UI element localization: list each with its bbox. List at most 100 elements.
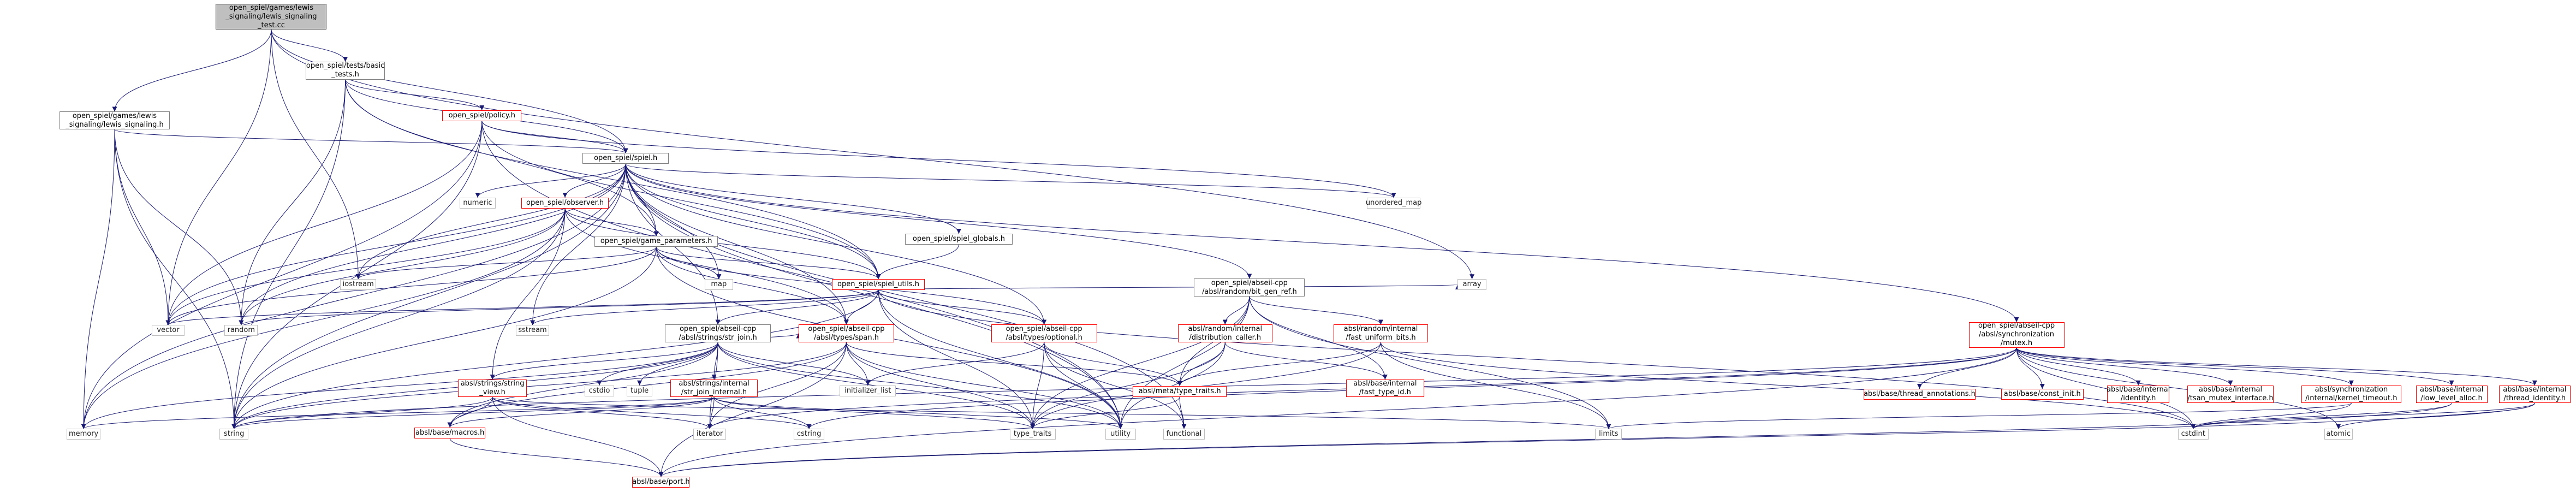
graph-edge-game_params-to-span_h	[656, 247, 849, 325]
graph-node-lewis-h[interactable]: open_spiel/games/lewis _signaling/lewis_…	[60, 111, 170, 130]
graph-edge-mutex_h-to-low_level_alloc	[2016, 347, 2454, 386]
graph-node-game-params[interactable]: open_spiel/game_parameters.h	[594, 236, 718, 247]
graph-node-optional-h[interactable]: open_spiel/abseil-cpp /absl/types/option…	[991, 324, 1097, 342]
graph-node-basic-tests[interactable]: open_spiel/tests/basic _tests.h	[305, 62, 385, 80]
graph-edge-root-to-iostream	[271, 29, 361, 280]
graph-node-spiel-globals[interactable]: open_spiel/spiel_globals.h	[905, 233, 1013, 245]
graph-edge-mutex_h-to-port_h	[658, 347, 2017, 477]
graph-node-functional: functional	[1163, 429, 1205, 440]
graph-node-dist-caller[interactable]: absl/random/internal /distribution_calle…	[1177, 324, 1272, 342]
graph-edge-span_h-to-type_traits	[846, 342, 1036, 429]
graph-edge-bit_gen_ref-to-fast_uniform	[1249, 296, 1383, 325]
graph-edge-string_view-to-macros_h	[447, 397, 493, 428]
graph-node-numeric: numeric	[459, 197, 496, 209]
graph-edge-low_level_alloc-to-port_h	[658, 402, 2452, 477]
graph-edge-lewis_h-to-spiel_h	[114, 129, 628, 153]
graph-node-str-join[interactable]: open_spiel/abseil-cpp /absl/strings/str_…	[664, 324, 771, 342]
graph-edge-str_join_int-to-memory	[81, 397, 715, 429]
graph-edge-str_join-to-tuple	[637, 342, 718, 386]
graph-node-thread-annot[interactable]: absl/base/thread_annotations.h	[1864, 389, 1976, 400]
graph-edge-fast_uniform-to-limits	[1380, 342, 1611, 429]
graph-edge-optional_h-to-initializer_list	[865, 342, 1045, 386]
graph-edge-spiel_h-to-string	[231, 164, 626, 429]
graph-edge-str_join_int-to-iterator	[707, 397, 715, 429]
graph-node-mutex-h[interactable]: open_spiel/abseil-cpp /absl/synchronizat…	[1968, 322, 2065, 348]
graph-edge-spiel_utils-to-str_join	[715, 289, 879, 325]
graph-edge-string_view-to-limits	[492, 397, 1611, 429]
graph-edge-mutex_h-to-thread_identity	[2016, 347, 2537, 386]
graph-edge-spiel_utils-to-vector	[165, 289, 879, 325]
graph-node-string: string	[219, 429, 248, 440]
graph-edge-optional_h-to-type_traits	[1030, 342, 1045, 429]
graph-edge-type_traits_absl-to-functional	[1179, 396, 1187, 429]
graph-node-low-level-alloc[interactable]: absl/base/internal /low_level_alloc.h	[2416, 385, 2488, 404]
graph-edge-mutex_h-to-atomic	[2016, 347, 2341, 429]
graph-edge-spiel_h-to-sstream	[530, 164, 626, 325]
graph-edge-spiel_utils-to-span_h	[843, 290, 879, 325]
graph-edge-mutex_h-to-string	[231, 347, 2017, 429]
graph-node-identity[interactable]: absl/base/internal /identity.h	[2107, 385, 2170, 404]
graph-edge-spiel_utils-to-sstream	[530, 289, 879, 325]
graph-node-random: random	[224, 325, 258, 336]
graph-edge-observer_h-to-memory	[81, 208, 566, 429]
graph-node-fast-type-id[interactable]: absl/base/internal /fast_type_id.h	[1346, 379, 1425, 398]
graph-node-cstdio: cstdio	[584, 385, 615, 396]
graph-node-policy-h[interactable]: open_spiel/policy.h	[442, 110, 522, 121]
graph-edge-spiel_globals-to-spiel_utils	[876, 244, 959, 280]
graph-edge-policy_h-to-vector	[165, 121, 483, 325]
graph-node-type-traits-absl[interactable]: absl/meta/type_traits.h	[1133, 386, 1227, 397]
graph-node-root: open_spiel/games/lewis _signaling/lewis_…	[216, 4, 327, 30]
graph-node-thread-identity[interactable]: absl/base/internal /thread_identity.h	[2498, 385, 2571, 404]
graph-edge-game_params-to-map	[656, 247, 722, 280]
graph-edge-kernel_timeout-to-cstdint	[2191, 403, 2352, 429]
graph-node-bit-gen-ref[interactable]: open_spiel/abseil-cpp /absl/random/bit_g…	[1194, 278, 1305, 297]
graph-node-kernel-timeout[interactable]: absl/synchronization /internal/kernel_ti…	[2301, 385, 2402, 404]
graph-edge-bit_gen_ref-to-dist_caller	[1222, 296, 1250, 325]
graph-edge-policy_h-to-unordered_map	[481, 121, 1396, 198]
graph-edge-spiel_h-to-unordered_map	[625, 163, 1396, 198]
graph-edge-basic_tests-to-random	[239, 79, 346, 325]
graph-edge-spiel_h-to-bit_gen_ref	[625, 164, 1252, 279]
graph-edge-str_join-to-memory	[81, 342, 718, 429]
graph-edge-lewis_h-to-memory	[81, 129, 115, 429]
graph-edge-observer_h-to-random	[239, 208, 566, 325]
graph-edge-spiel_h-to-spiel_globals	[625, 164, 961, 234]
graph-node-const-init[interactable]: absl/base/const_init.h	[2001, 389, 2084, 400]
graph-node-observer-h[interactable]: open_spiel/observer.h	[521, 197, 609, 209]
graph-edge-spiel_h-to-numeric	[475, 164, 626, 198]
graph-node-spiel-utils[interactable]: open_spiel/spiel_utils.h	[832, 279, 925, 291]
graph-node-tsan-mutex[interactable]: absl/base/internal /tsan_mutex_interface…	[2187, 385, 2274, 404]
graph-edge-span_h-to-iterator	[707, 342, 847, 429]
graph-edge-basic_tests-to-string	[231, 79, 346, 429]
graph-edge-bit_gen_ref-to-limits	[1249, 296, 1611, 429]
graph-node-string-view[interactable]: absl/strings/string _view.h	[458, 379, 527, 398]
graph-edge-game_params-to-string	[231, 247, 657, 429]
graph-edge-fast_uniform-to-type_traits_absl	[1177, 342, 1381, 386]
graph-node-port-h[interactable]: absl/base/port.h	[632, 477, 690, 488]
graph-node-tuple: tuple	[626, 385, 653, 396]
graph-node-fast-uniform[interactable]: absl/random/internal /fast_uniform_bits.…	[1333, 324, 1429, 342]
graph-edge-string_view-to-cstring	[492, 397, 812, 429]
graph-edge-observer_h-to-string_view	[490, 208, 566, 380]
graph-node-span-h[interactable]: open_spiel/abseil-cpp /absl/types/span.h	[798, 324, 894, 342]
graph-node-utility: utility	[1105, 429, 1136, 440]
graph-edge-str_join_int-to-utility	[713, 397, 1123, 429]
graph-edge-spiel_utils-to-cstdint	[878, 290, 2196, 429]
graph-edge-thread_identity-to-port_h	[658, 402, 2535, 477]
graph-edge-observer_h-to-vector	[165, 208, 566, 325]
graph-edge-str_join-to-macros_h	[447, 342, 718, 428]
graph-edge-basic_tests-to-spiel_utils	[345, 79, 881, 280]
graph-edge-spiel_h-to-functional	[625, 164, 1187, 429]
graph-edge-string_view-to-iterator	[492, 397, 712, 429]
graph-node-spiel-h[interactable]: open_spiel/spiel.h	[582, 153, 669, 164]
graph-edge-observer_h-to-string	[231, 208, 566, 429]
graph-node-str-join-int[interactable]: absl/strings/internal /str_join_internal…	[670, 379, 758, 398]
graph-edge-str_join-to-cstdio	[597, 342, 718, 386]
graph-edge-spiel_utils-to-type_traits	[878, 290, 1036, 429]
graph-node-macros-h[interactable]: absl/base/macros.h	[414, 427, 485, 438]
graph-edge-root-to-lewis_h	[112, 29, 272, 112]
graph-node-sstream: sstream	[515, 325, 550, 336]
graph-edge-spiel_h-to-utility	[625, 164, 1123, 429]
graph-edge-lewis_h-to-string	[114, 129, 237, 429]
